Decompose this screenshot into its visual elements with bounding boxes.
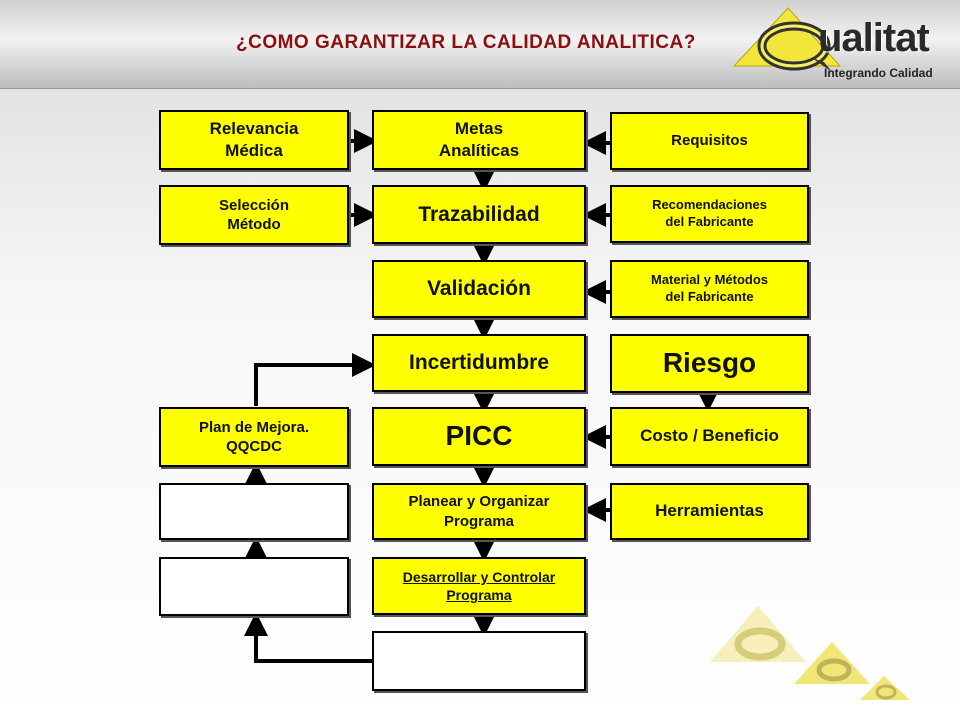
logo-tagline: Integrando Calidad — [824, 66, 933, 80]
box-planear-organizar: Planear y Organizar Programa — [372, 483, 586, 540]
box-riesgo: Riesgo — [610, 334, 809, 393]
box-blank-3 — [372, 631, 586, 691]
box-picc: PICC — [372, 407, 586, 466]
box-blank-1 — [159, 483, 349, 540]
box-metas-analiticas: Metas Analíticas — [372, 110, 586, 170]
arrow-plan-incertidumbre — [254, 353, 376, 406]
box-incertidumbre: Incertidumbre — [372, 334, 586, 392]
box-relevancia-medica: Relevancia Médica — [159, 110, 349, 170]
logo-q-icon — [732, 7, 842, 72]
box-seleccion-metodo: Selección Método — [159, 185, 349, 245]
box-blank-2 — [159, 557, 349, 616]
box-plan-mejora: Plan de Mejora. QQCDC — [159, 407, 349, 467]
decorative-q-triangles-icon — [710, 606, 910, 700]
box-trazabilidad: Trazabilidad — [372, 185, 586, 244]
page-title: ¿COMO GARANTIZAR LA CALIDAD ANALITICA? — [236, 32, 696, 53]
box-desarrollar-controlar: Desarrollar y Controlar Programa — [372, 557, 586, 615]
box-recomendaciones: Recomendaciones del Fabricante — [610, 185, 809, 243]
box-validacion: Validación — [372, 260, 586, 318]
box-requisitos: Requisitos — [610, 112, 809, 170]
box-costo-beneficio: Costo / Beneficio — [610, 407, 809, 466]
arrow-loop-bottom — [244, 612, 372, 663]
box-material-metodos: Material y Métodos del Fabricante — [610, 260, 809, 318]
logo-wordmark: ualitat — [818, 16, 930, 60]
qualitat-logo: ualitat Integrando Calidad — [728, 2, 960, 88]
box-herramientas: Herramientas — [610, 483, 809, 540]
